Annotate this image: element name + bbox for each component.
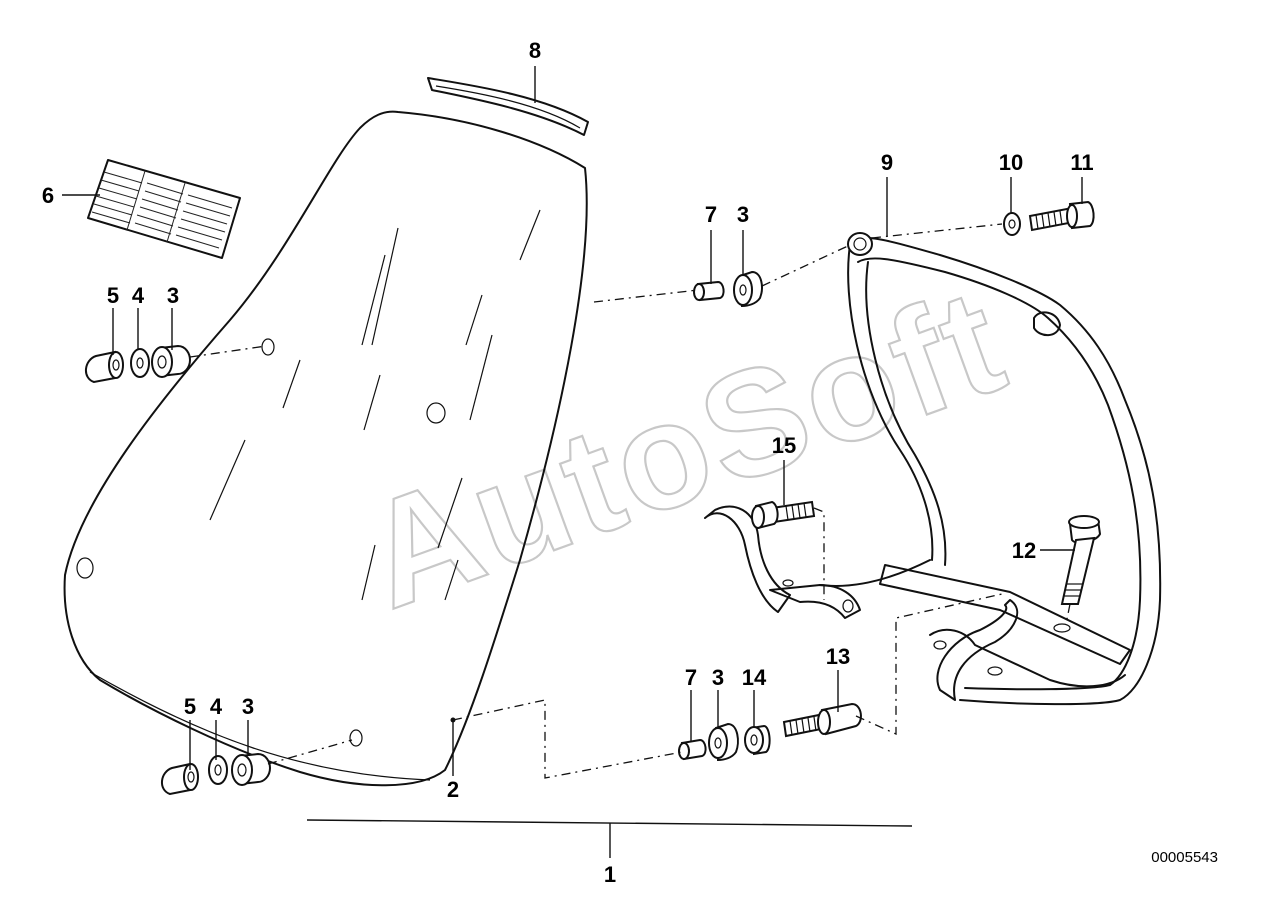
callout-14: 14: [742, 665, 767, 690]
acorn-nut-lower-part-5[interactable]: [161, 762, 199, 796]
spacer-lower-part-7[interactable]: [678, 738, 707, 761]
watermark: AutoSoft: [343, 255, 1025, 640]
callout-3-lower-left: 3: [242, 694, 254, 719]
grommet-upper-right-part-3[interactable]: [733, 270, 763, 308]
washer-upper-part-4[interactable]: [130, 348, 150, 378]
callout-9: 9: [881, 150, 893, 175]
washer-lower-part-4[interactable]: [208, 755, 228, 785]
assembly-lines: [189, 223, 1071, 779]
washer-part-10[interactable]: [1003, 212, 1021, 236]
callout-labels: 8 6 5 4 3 7 3 9 10 11 15 12 13 7 3 14 5 …: [42, 38, 1094, 887]
callout-1: 1: [604, 862, 616, 887]
callout-12: 12: [1012, 538, 1036, 563]
fairing-bracket-part-9[interactable]: [704, 232, 1162, 706]
callout-3-lower-right: 3: [712, 665, 724, 690]
callout-13: 13: [826, 644, 850, 669]
grille-badge-part-6[interactable]: [87, 159, 241, 259]
windshield-part-2[interactable]: [63, 110, 588, 787]
callout-7-lower: 7: [685, 665, 697, 690]
callout-7-upper: 7: [705, 202, 717, 227]
leader-lines: [62, 66, 1083, 858]
spacer-upper-part-7[interactable]: [693, 280, 725, 302]
grommet-lower-left-part-3[interactable]: [231, 752, 272, 786]
bolt-part-12[interactable]: [1060, 515, 1102, 605]
rubber-buffer-part-14[interactable]: [744, 724, 771, 756]
callout-15: 15: [772, 433, 796, 458]
grommet-upper-left-part-3[interactable]: [151, 344, 192, 378]
callout-4-upper: 4: [132, 283, 145, 308]
bolt-part-11[interactable]: [1028, 200, 1095, 232]
callout-3-upper-right: 3: [737, 202, 749, 227]
callout-11: 11: [1070, 150, 1093, 175]
callout-5-upper: 5: [107, 283, 119, 308]
callout-8: 8: [529, 38, 541, 63]
acorn-nut-upper-part-5[interactable]: [85, 350, 124, 384]
bolt-part-15[interactable]: [751, 500, 816, 530]
stud-bolt-part-13[interactable]: [782, 702, 862, 738]
callout-3-upper-left: 3: [167, 283, 179, 308]
callout-4-lower: 4: [210, 694, 223, 719]
callout-6: 6: [42, 183, 54, 208]
grommet-lower-right-part-3[interactable]: [708, 722, 739, 762]
callout-2: 2: [447, 777, 459, 802]
callout-10: 10: [999, 150, 1023, 175]
diagram-number: 00005543: [1151, 849, 1218, 866]
callout-5-lower: 5: [184, 694, 196, 719]
edge-trim-part-8[interactable]: [427, 77, 589, 136]
